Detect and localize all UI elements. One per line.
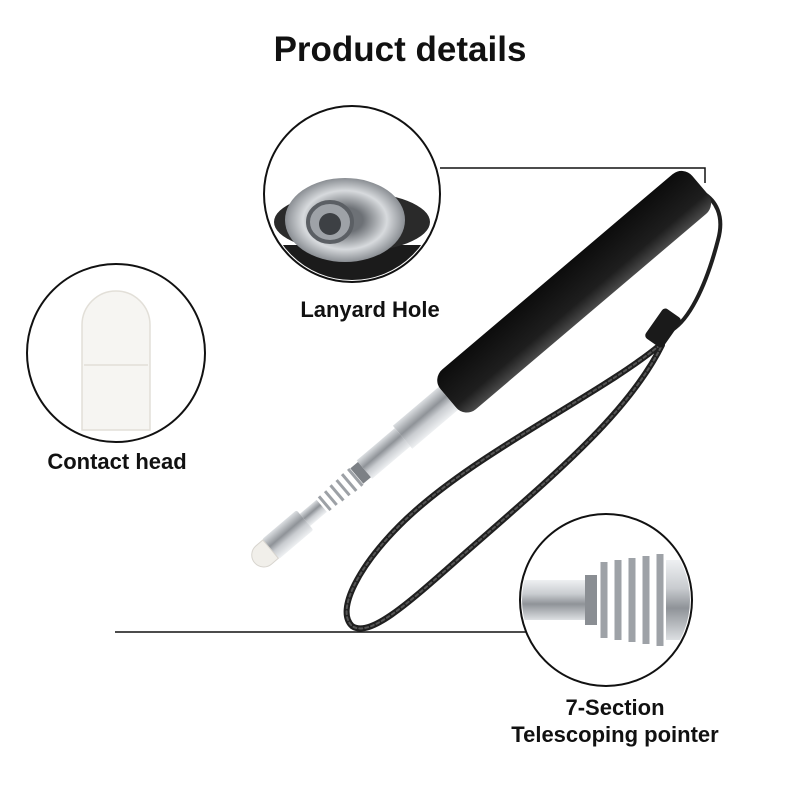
- lanyard-slider: [645, 308, 681, 348]
- steel-collar: [350, 461, 371, 484]
- foam-handle: [437, 170, 712, 413]
- telescoping-label-line1: 7-Section: [565, 695, 665, 720]
- leader-lines: [115, 167, 706, 633]
- felt-tip: [251, 539, 280, 568]
- felt-tip-closeup: [81, 290, 151, 431]
- lanyard-hole-label: Lanyard Hole: [300, 297, 440, 322]
- lanyard-strap: [343, 191, 723, 632]
- lanyard-leader-line: [440, 167, 706, 183]
- steel-section-2: [356, 428, 411, 479]
- contact-head-label: Contact head: [47, 449, 187, 474]
- lanyard-hole-callout: [263, 105, 441, 283]
- contact-head-callout: [26, 263, 206, 443]
- steel-section-3: [299, 499, 327, 527]
- telescoping-pointer: [251, 170, 712, 568]
- tip-ferrule: [263, 510, 313, 559]
- spring: [317, 467, 364, 512]
- page-title: Product details: [273, 30, 527, 69]
- telescoping-label-line2: Telescoping pointer: [511, 722, 719, 747]
- telescoping-label: 7-Section Telescoping pointer: [470, 694, 760, 748]
- section-closeup: [522, 580, 590, 620]
- spring-closeup: [600, 554, 664, 646]
- telescoping-callout: [519, 513, 693, 687]
- steel-section-1: [392, 387, 459, 449]
